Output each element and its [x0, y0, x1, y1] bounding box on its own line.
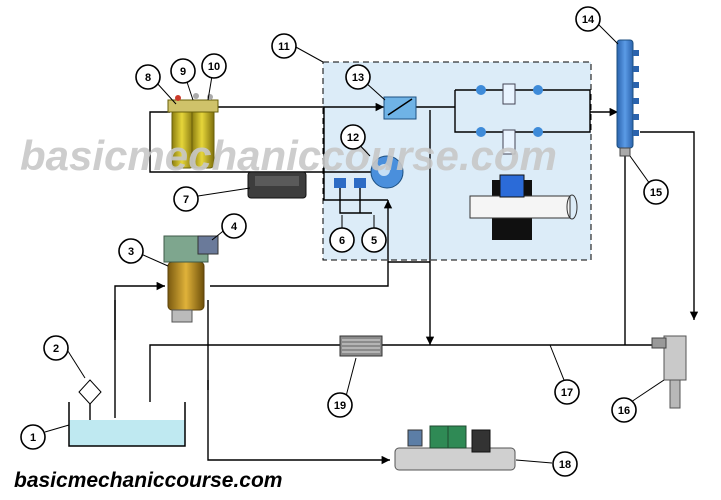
callout-label: 14: [582, 14, 595, 26]
footer-watermark: basicmechaniccourse.com: [14, 469, 282, 492]
callout-6: 6: [329, 227, 355, 253]
callout-label: 13: [352, 72, 364, 84]
callout-label: 4: [231, 221, 238, 233]
callout-7: 7: [173, 186, 199, 212]
callout-label: 9: [180, 66, 186, 78]
callout-1: 1: [20, 424, 46, 450]
primary-filter: [163, 235, 219, 323]
callout-15: 15: [643, 179, 669, 205]
callout-label: 15: [650, 187, 662, 199]
callout-label: 2: [53, 343, 59, 355]
callout-13: 13: [345, 64, 371, 90]
callout-3: 3: [118, 238, 144, 264]
callout-4: 4: [221, 213, 247, 239]
pump-internals: [334, 83, 578, 240]
callout-8: 8: [135, 64, 161, 90]
callout-label: 19: [334, 400, 346, 412]
fuel-filter-assembly: [167, 93, 219, 169]
callout-label: 8: [145, 72, 151, 84]
callout-10: 10: [201, 53, 227, 79]
ecu-module: [247, 171, 307, 199]
callout-11: 11: [271, 33, 297, 59]
callout-19: 19: [327, 392, 353, 418]
fuel-lines: [114, 89, 699, 465]
callout-12: 12: [340, 124, 366, 150]
callout-label: 1: [30, 432, 36, 444]
callout-17: 17: [554, 379, 580, 405]
callout-2: 2: [43, 335, 69, 361]
callout-label: 7: [183, 194, 189, 206]
callout-label: 18: [559, 459, 571, 471]
callout-16: 16: [611, 397, 637, 423]
callout-label: 12: [347, 132, 359, 144]
breather-filter: [78, 379, 102, 420]
callout-label: 5: [371, 235, 377, 247]
callout-label: 10: [208, 61, 220, 73]
callout-14: 14: [575, 6, 601, 32]
callout-18: 18: [552, 451, 578, 477]
callout-label: 17: [561, 387, 573, 399]
fuel-tank: [68, 402, 186, 447]
fuel-cooler: [339, 335, 383, 357]
watermark: basicmechaniccourse.com: [20, 132, 557, 179]
high-pressure-pump-box: [322, 61, 592, 261]
callout-label: 11: [278, 41, 290, 53]
callout-label: 3: [128, 246, 134, 258]
callout-9: 9: [170, 58, 196, 84]
common-rail: [616, 39, 639, 157]
injector: [651, 335, 687, 409]
callout-label: 6: [339, 235, 345, 247]
callout-5: 5: [361, 227, 387, 253]
callout-label: 16: [618, 405, 630, 417]
dosing-module: [394, 425, 516, 471]
